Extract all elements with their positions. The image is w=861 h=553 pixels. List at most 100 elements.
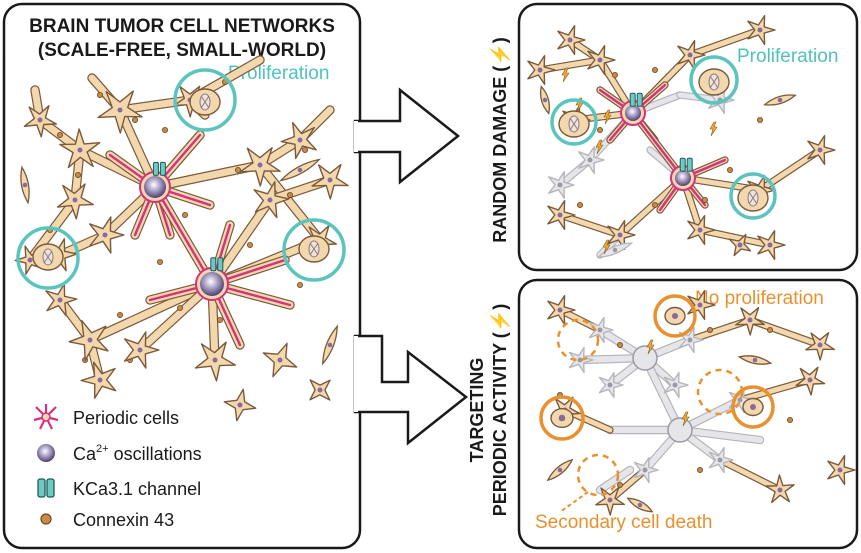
lightning-icon [575,97,584,113]
silenced-periodic-cell [667,417,693,443]
cell-nucleus [27,257,33,263]
main-title-line2: (SCALE-FREE, SMALL-WORLD) [38,40,326,61]
cell-nucleus [297,167,303,173]
targeting-panel-frame [517,278,859,550]
cell-nucleus [697,227,703,233]
cell-nucleus [97,377,103,383]
ca-oscillation [144,176,166,198]
legend: Periodic cells Ca2+ oscillations KCa3.1 … [33,404,202,530]
highlight-circle [731,385,775,429]
connexin-dot [156,258,163,265]
connexin-dot [697,466,704,473]
arrow-to-targeting [353,334,469,446]
connexin-dot [75,171,82,178]
silenced-periodic-cell [632,345,658,371]
targeting-side-label-line1: TARGETING [467,358,487,463]
cell-nucleus [612,247,618,253]
cell-nucleus [757,27,763,33]
lightning-icon [646,339,655,355]
cell-nucleus [750,404,756,410]
cell-nucleus [557,212,563,218]
ca-oscillation [675,170,691,186]
dashed-dead-cell-circle [556,318,600,362]
highlight-circle [653,294,697,338]
connexin-dot [757,117,764,124]
cell-nucleus [817,342,823,348]
connexin-dot [767,326,774,333]
cell-nucleus [807,377,813,383]
arrow-to-damage [353,87,461,185]
cell-nucleus [617,232,623,238]
cell-nucleus [637,502,643,508]
cell-nucleus [137,347,143,353]
kca-channel-icon [629,92,643,107]
connexin-dot [612,72,619,79]
cell-nucleus [37,117,43,123]
legend-kca-channel: KCa3.1 channel [73,479,201,499]
cell-nucleus [537,67,543,73]
connexin-dot [97,92,104,99]
cell-nucleus [687,52,693,58]
damage-network [527,15,836,260]
cell-nucleus [77,147,83,153]
legend-periodic-cells: Periodic cells [73,408,179,428]
kca-channel-icon [210,257,224,272]
highlight-circle [282,218,346,282]
periodic-cell-icon [33,404,59,430]
lightning-icon [681,411,690,427]
targeting-network [546,290,856,516]
cell-nucleus [117,107,123,113]
connexin-dot [286,191,293,198]
cell-nucleus [777,97,783,103]
cell-nucleus [237,402,243,408]
connexin-dot [234,166,241,173]
cell-nucleus [327,342,333,348]
highlight-circle [16,226,80,290]
legend-ca-oscillations: Ca2+ oscillations [73,443,202,464]
main-panel-frame [2,2,362,550]
connexin-dot [787,416,794,423]
lightning-icon [595,139,604,155]
cell-nucleus [607,382,613,388]
cell-nucleus [747,317,753,323]
connexin-dot [296,281,303,288]
cell-nucleus [587,157,593,163]
lightning-icon [602,239,611,255]
cell-nucleus [317,387,323,393]
legend-connexin: Connexin 43 [73,510,174,530]
lightning-icon [709,121,718,137]
cell-nucleus [87,337,93,343]
cell-nucleus [597,327,603,333]
highlight-circle [173,68,237,132]
cell-nucleus [817,147,823,153]
cell-nucleus [777,487,783,493]
cell-nucleus [557,307,563,313]
cell-nucleus [558,414,566,422]
connexin-dot [57,131,64,138]
connexin-dot [617,341,624,348]
ca-oscillation-icon [37,444,55,462]
connexin-dot [117,311,124,318]
cell-nucleus [277,357,283,363]
cell-nucleus [257,162,263,168]
cell-nucleus [57,297,63,303]
damage-proliferation-label: Proliferation [737,46,838,67]
cell-nucleus [767,242,773,248]
damage-side-label: RANDOM DAMAGE (⚡) [489,37,511,242]
dashed-dead-cell-circle [576,453,620,497]
connexin-dot [652,67,659,74]
cell-nucleus [102,232,108,238]
connexin-dot [652,201,659,208]
secondary-death-label: Secondary cell death [535,512,712,533]
connexin-dot [216,316,223,323]
cell-nucleus [672,382,678,388]
lightning-icon [603,109,612,125]
kca-channel-icon [679,157,693,172]
cell-nucleus [737,242,743,248]
connexin-dot [181,211,188,218]
connexin-dot [131,117,138,124]
cell-nucleus [212,357,218,363]
cell-nucleus [542,97,548,103]
connexin-icon [40,513,52,525]
